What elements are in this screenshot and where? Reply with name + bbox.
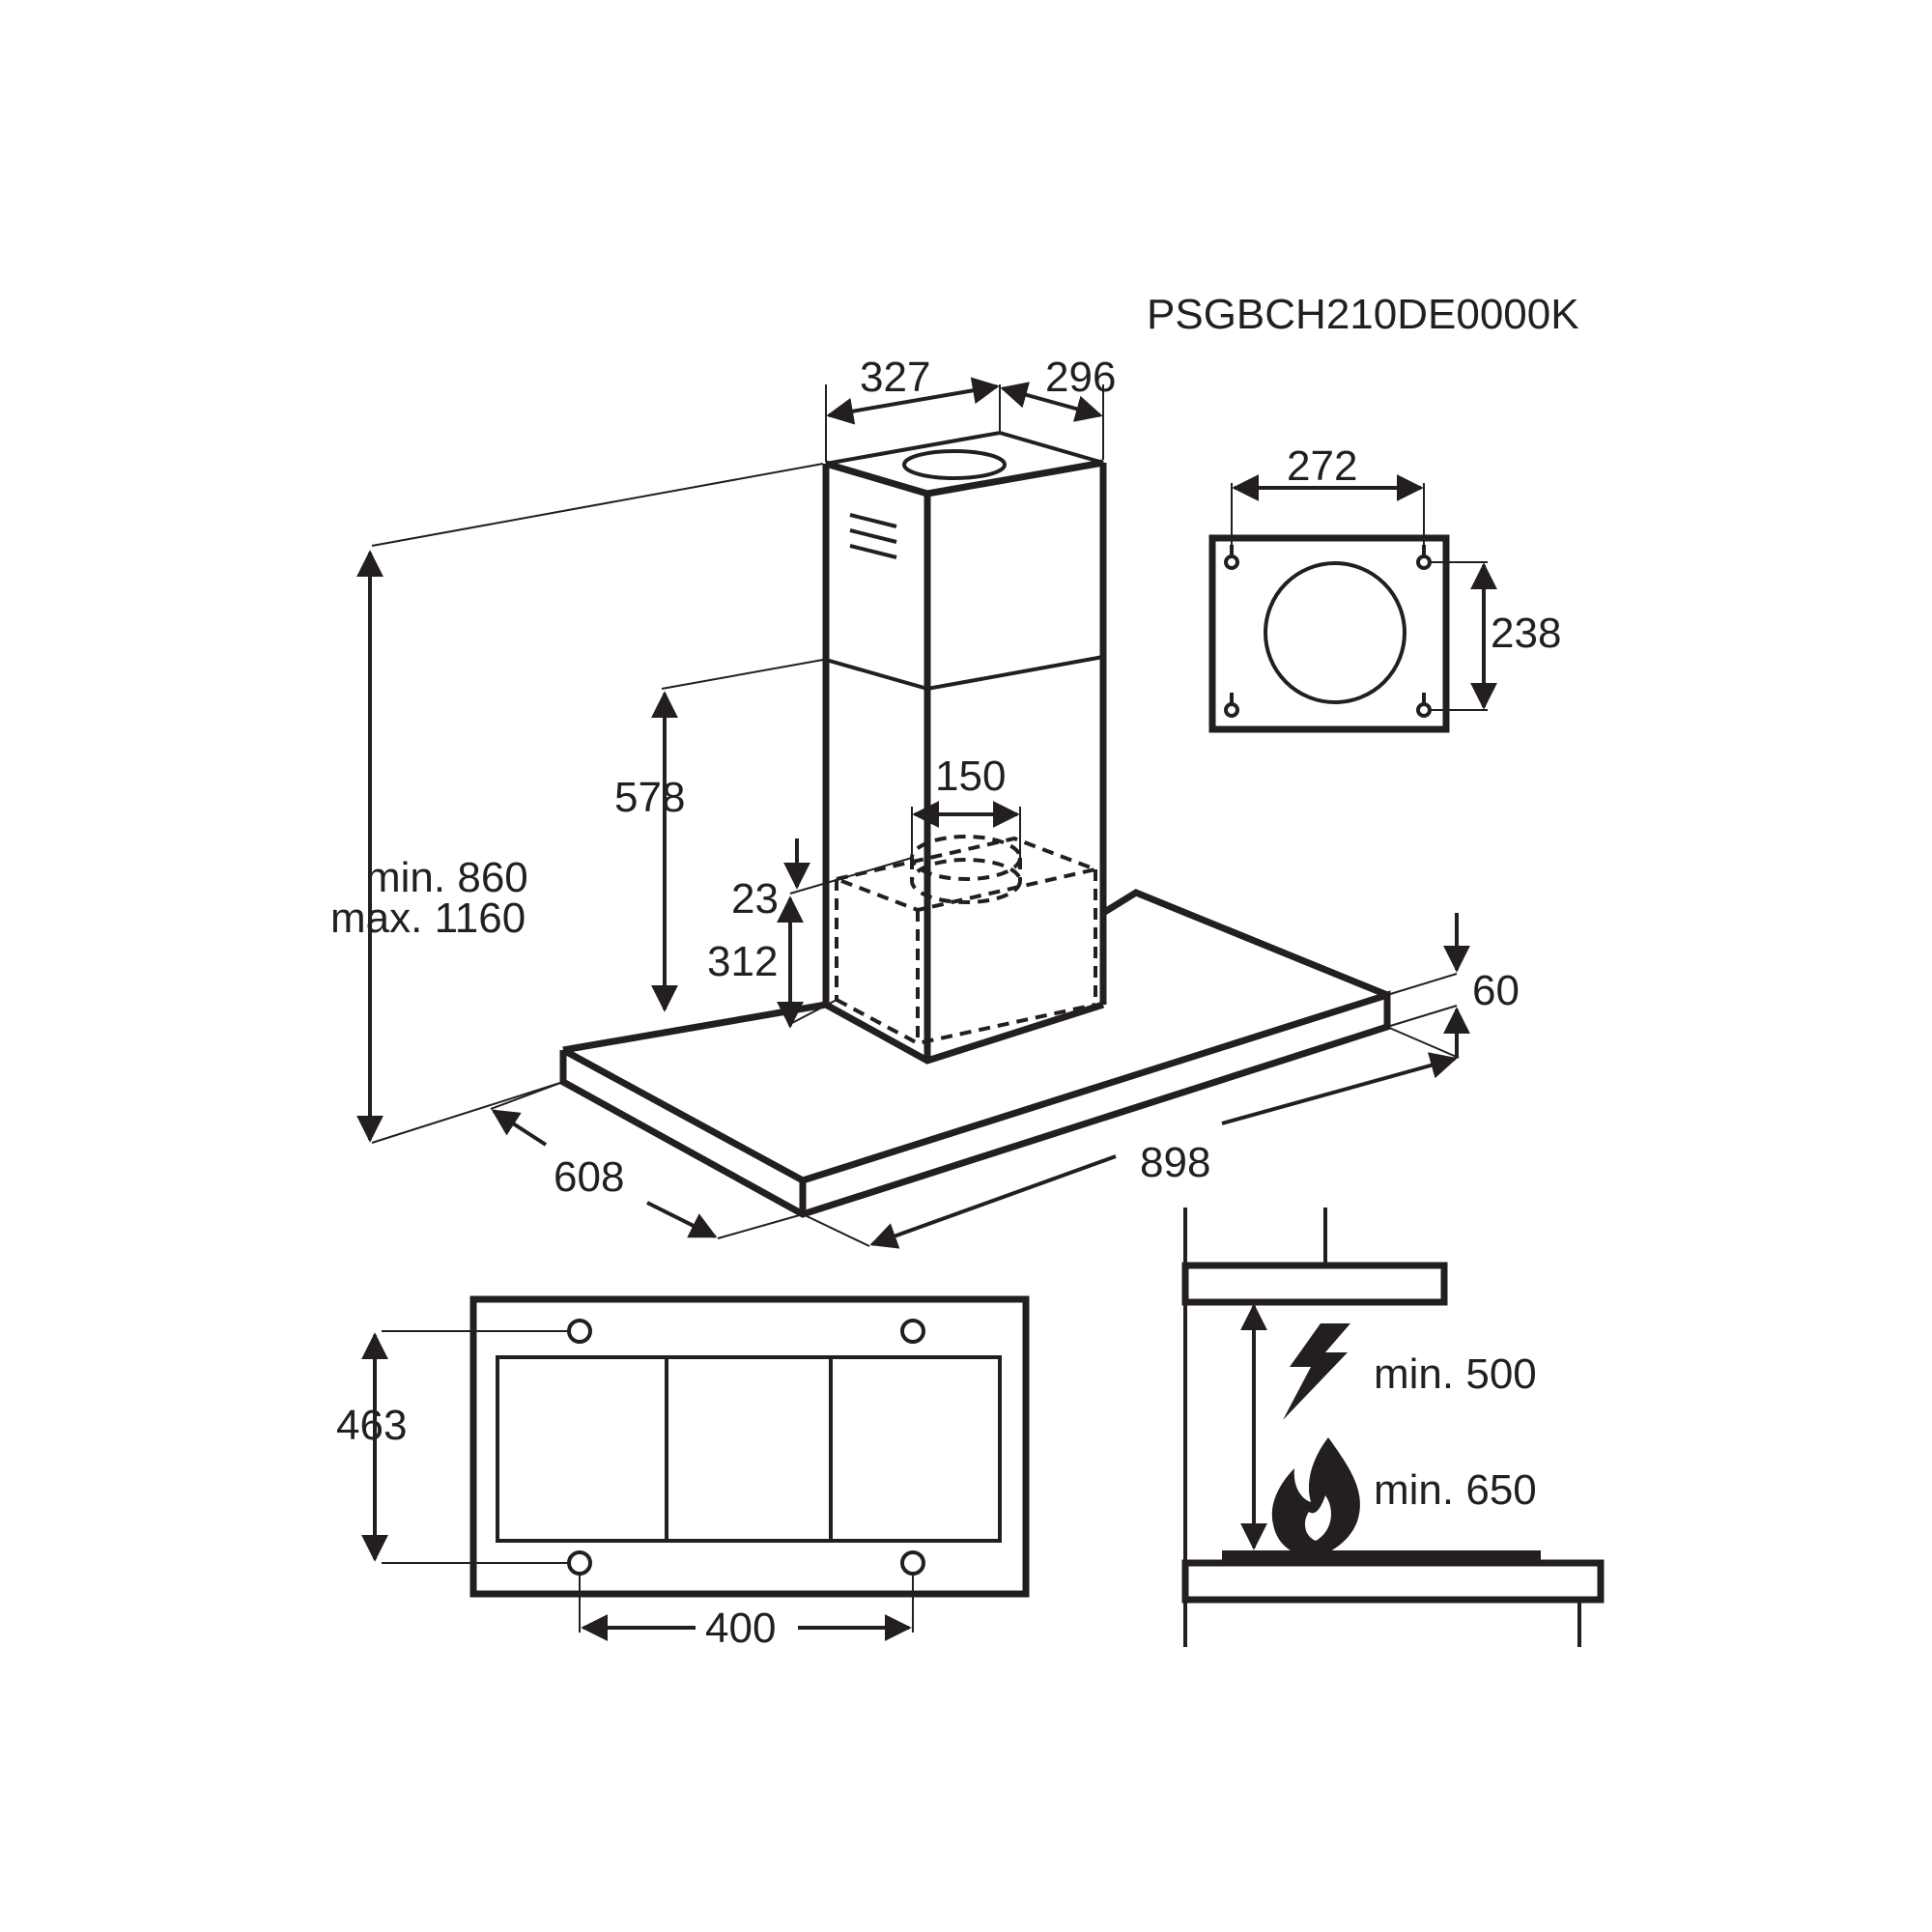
bracket-keyholes <box>1224 545 1432 718</box>
chimney-joint <box>825 655 1104 692</box>
flame-icon <box>1271 1437 1360 1557</box>
canopy-back-right <box>1101 889 1389 999</box>
lightning-icon <box>1283 1323 1350 1420</box>
label-motor-offset: 23 <box>731 875 779 923</box>
clearance-side-view <box>1181 1208 1605 1647</box>
hood-isometric-view <box>559 430 1391 1218</box>
worktop <box>1181 1559 1605 1604</box>
label-mount-spacing-y: 463 <box>336 1402 407 1449</box>
chimney-outlet <box>902 449 1007 480</box>
mounting-holes <box>567 1319 925 1576</box>
label-clearance-electric: min. 500 <box>1374 1350 1537 1398</box>
label-height-min: min. 860 <box>365 854 528 901</box>
hood-bottom-view <box>361 1295 1030 1641</box>
filter-area <box>496 1355 1002 1543</box>
label-height-max: max. 1160 <box>330 895 526 942</box>
model-code: PSGBCH210DE0000K <box>1147 291 1579 338</box>
chimney-top-outline <box>825 459 1104 497</box>
label-hood-depth: 608 <box>554 1153 624 1201</box>
label-chimney-width: 327 <box>860 354 930 401</box>
chimney-side-lines <box>1183 1208 1327 1299</box>
label-chimney-depth: 296 <box>1045 354 1116 401</box>
label-bracket-width: 272 <box>1287 442 1357 490</box>
bracket-plate <box>1208 534 1450 733</box>
flame-icon-inner <box>1304 1495 1331 1541</box>
label-motor-height: 312 <box>707 938 778 985</box>
hood-side <box>1181 1262 1448 1306</box>
vent-slots <box>849 513 897 559</box>
label-outlet-diameter: 150 <box>935 753 1006 800</box>
label-chimney-upper: 578 <box>614 774 685 821</box>
label-bracket-height: 238 <box>1491 610 1561 657</box>
label-clearance-gas: min. 650 <box>1374 1466 1537 1514</box>
mounting-bracket-view <box>1208 474 1497 733</box>
hob <box>1222 1550 1541 1563</box>
label-hood-thickness: 60 <box>1472 967 1520 1014</box>
chimney-bottom <box>824 1001 1105 1065</box>
label-mount-spacing-x: 400 <box>705 1605 776 1652</box>
dimension-lines <box>356 377 1470 1249</box>
canopy-back-left <box>562 1001 827 1054</box>
hood-bottom-outline <box>469 1295 1030 1598</box>
label-hood-width: 898 <box>1140 1139 1210 1186</box>
bracket-duct-hole <box>1264 561 1406 704</box>
filter-dividers <box>665 1357 833 1541</box>
